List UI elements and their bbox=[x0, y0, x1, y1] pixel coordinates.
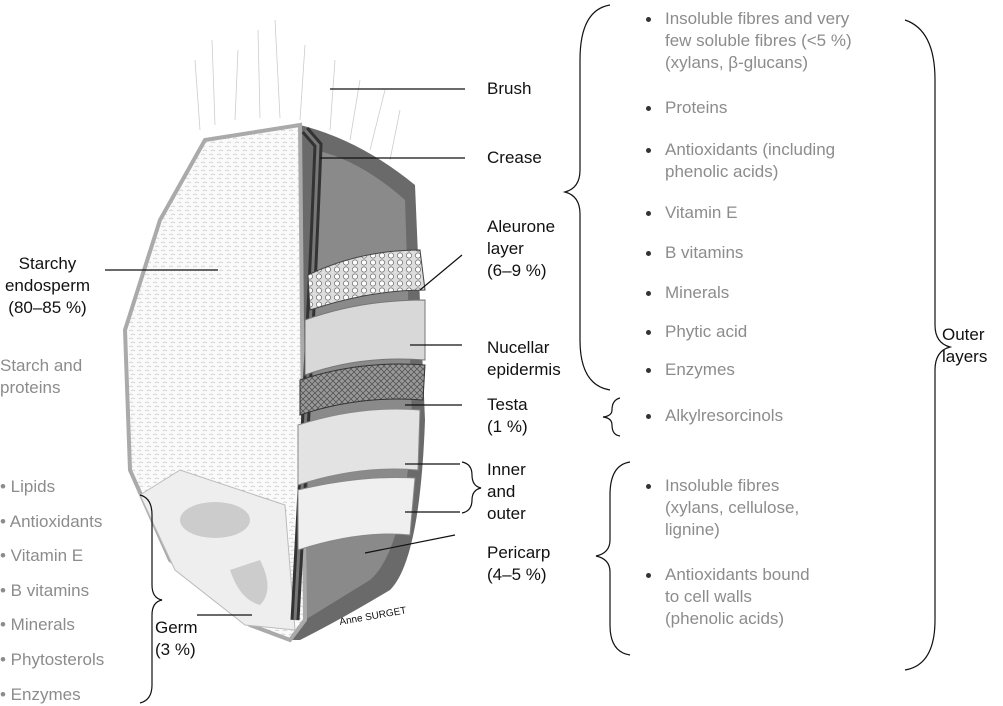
bullet bbox=[646, 330, 651, 335]
bullet bbox=[646, 106, 651, 111]
bullet bbox=[646, 414, 651, 419]
label-brush: Brush bbox=[487, 79, 532, 98]
germ-nutrient-item: • Lipids bbox=[0, 477, 56, 496]
nutrient-item: Minerals bbox=[665, 283, 730, 302]
bullet bbox=[646, 211, 651, 216]
germ-nutrient-item: • Phytosterols bbox=[0, 650, 105, 669]
nutrient-item: Insoluble fibres(xylans, cellulose,ligni… bbox=[665, 476, 800, 539]
nutrient-item: Proteins bbox=[665, 98, 728, 117]
braces bbox=[139, 4, 953, 704]
label-germ: Germ(3 %) bbox=[155, 618, 198, 659]
nutrient-item: Phytic acid bbox=[665, 322, 748, 341]
brush-hairs bbox=[194, 19, 401, 161]
testa-band bbox=[299, 363, 426, 416]
pericarp-outer-band bbox=[297, 477, 416, 551]
germ-nutrient-item: • Minerals bbox=[0, 615, 75, 634]
germ-nutrient-item: • B vitamins bbox=[0, 581, 90, 600]
bullet bbox=[646, 368, 651, 373]
bullet bbox=[646, 148, 651, 153]
nutrient-item: Vitamin E bbox=[665, 203, 738, 222]
label-crease: Crease bbox=[487, 148, 542, 167]
label-testa: Testa(1 %) bbox=[487, 395, 528, 436]
bullet bbox=[646, 573, 651, 578]
germ-nutrient-item: • Vitamin E bbox=[0, 546, 84, 565]
bullet bbox=[646, 291, 651, 296]
nutrient-item: Enzymes bbox=[665, 360, 735, 379]
nutrient-item: B vitamins bbox=[665, 243, 744, 262]
leader-lines bbox=[105, 88, 465, 616]
label-pericarp: Pericarp(4–5 %) bbox=[487, 543, 551, 584]
germ-nutrient-item: • Enzymes bbox=[0, 685, 81, 704]
bullet bbox=[646, 484, 651, 489]
bullet bbox=[646, 17, 651, 22]
bullet bbox=[646, 251, 651, 256]
aleurone-band bbox=[307, 249, 426, 311]
nutrient-item: Alkylresorcinols bbox=[665, 406, 784, 425]
nucellar-band bbox=[304, 299, 426, 376]
pericarp-inner-band bbox=[297, 408, 421, 486]
germ-nutrient-item: • Antioxidants bbox=[0, 512, 103, 531]
